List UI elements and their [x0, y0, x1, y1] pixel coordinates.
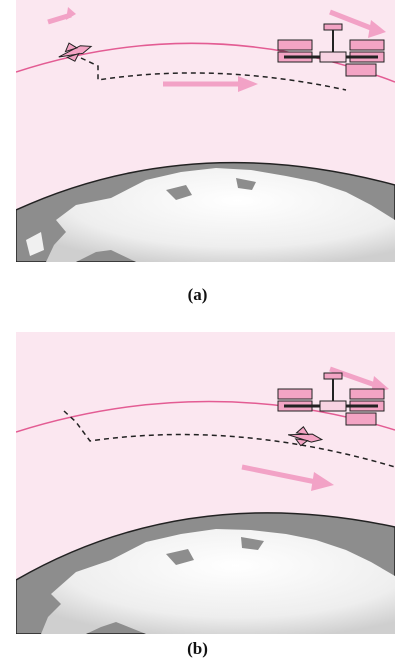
- motion-arrow: [163, 76, 258, 92]
- panel-a-illustration: [16, 0, 395, 262]
- panel-b-label: (b): [187, 639, 208, 658]
- transfer-path: [80, 57, 347, 91]
- panel-a-label: (a): [187, 285, 208, 304]
- panel-b-illustration: [16, 332, 395, 634]
- earth-globe-icon: [16, 161, 395, 262]
- motion-arrow: [241, 464, 334, 491]
- space-station-icon: [277, 23, 385, 77]
- space-station-icon: [277, 372, 385, 426]
- space-shuttle-icon: [58, 42, 93, 62]
- earth-globe-icon: [16, 512, 395, 634]
- station-orbit: [16, 42, 395, 83]
- motion-arrow: [47, 7, 76, 25]
- space-shuttle-icon: [288, 426, 324, 447]
- motion-arrow: [329, 9, 386, 38]
- station-orbit: [16, 400, 395, 433]
- transfer-path: [63, 410, 395, 468]
